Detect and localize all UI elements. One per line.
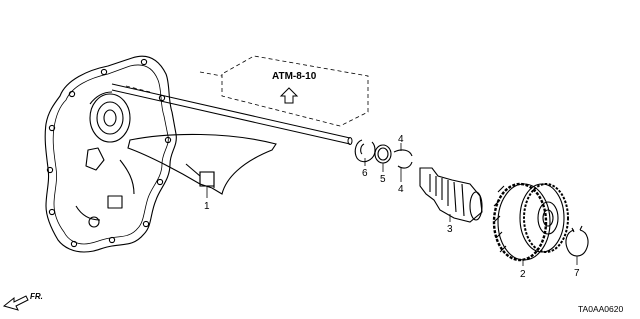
callout-4-bottom: 4 xyxy=(398,184,404,195)
callout-5: 5 xyxy=(380,174,386,185)
up-arrow-icon xyxy=(279,87,299,104)
baffle-plate xyxy=(127,133,277,195)
callout-6: 6 xyxy=(362,168,368,179)
front-arrow-icon xyxy=(2,295,29,311)
diagram-code: TA0AA0620 xyxy=(578,304,623,314)
long-shaft xyxy=(111,83,353,145)
transmission-housing xyxy=(44,55,177,253)
callout-7: 7 xyxy=(574,268,580,279)
front-direction-label: FR. xyxy=(30,292,43,301)
snap-ring-7 xyxy=(565,225,589,257)
snap-ring-6 xyxy=(354,139,376,163)
callout-4-top: 4 xyxy=(398,134,404,145)
reference-outline xyxy=(125,55,369,127)
callout-2: 2 xyxy=(520,269,526,280)
gear-2 xyxy=(492,182,569,262)
callout-3: 3 xyxy=(447,224,453,235)
washer-5 xyxy=(374,144,392,164)
cotters-4 xyxy=(393,149,413,169)
callout-1: 1 xyxy=(204,201,210,212)
shaft-3 xyxy=(419,167,483,223)
reference-label[interactable]: ATM-8-10 xyxy=(272,71,317,82)
